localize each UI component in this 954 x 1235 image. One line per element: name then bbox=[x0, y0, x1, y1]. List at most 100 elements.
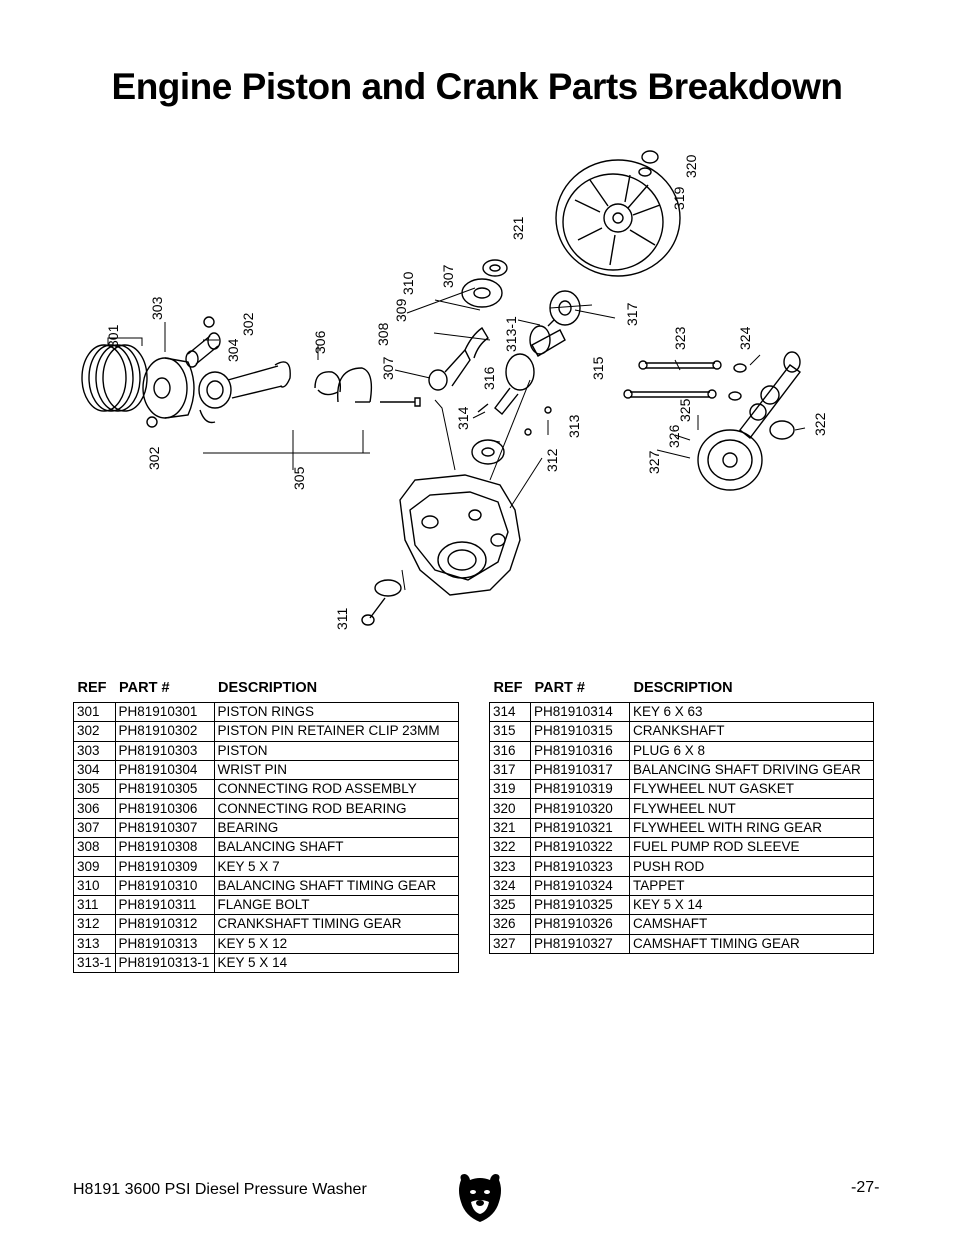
col-header-ref: REF bbox=[77, 680, 107, 696]
page-number: -27- bbox=[851, 1179, 880, 1196]
balancing-shaft-illustration bbox=[428, 326, 489, 391]
callout-308: 308 bbox=[375, 322, 391, 346]
cell-ref: 309 bbox=[73, 856, 116, 877]
cell-desc: BEARING bbox=[213, 817, 459, 839]
callout-314: 314 bbox=[455, 406, 471, 430]
cell-desc: FUEL PUMP ROD SLEEVE bbox=[629, 837, 874, 858]
cell-ref: 326 bbox=[489, 914, 531, 935]
cell-ref: 320 bbox=[489, 798, 531, 819]
cell-part: PH81910317 bbox=[530, 759, 630, 781]
cell-ref: 310 bbox=[73, 875, 116, 896]
cell-part: PH81910316 bbox=[530, 740, 630, 761]
crankcase-illustration bbox=[399, 474, 521, 596]
footer-model-text: H8191 3600 PSI Diesel Pressure Washer bbox=[73, 1181, 367, 1198]
cell-desc: FLYWHEEL WITH RING GEAR bbox=[629, 817, 874, 839]
callout-325: 325 bbox=[677, 398, 693, 422]
cell-ref: 301 bbox=[73, 701, 116, 723]
cell-part: PH81910306 bbox=[114, 798, 215, 819]
cell-desc: CONNECTING ROD ASSEMBLY bbox=[213, 779, 459, 800]
cell-part: PH81910314 bbox=[530, 701, 630, 723]
cell-ref: 304 bbox=[73, 759, 116, 781]
piston-illustration bbox=[142, 357, 195, 419]
cell-ref: 313-1 bbox=[73, 952, 116, 974]
cell-ref: 323 bbox=[489, 856, 531, 877]
exploded-parts-diagram: 301 303 302 304 302 306 305 308 307 309 … bbox=[81, 150, 828, 630]
cell-ref: 306 bbox=[73, 798, 116, 819]
cell-desc: CRANKSHAFT TIMING GEAR bbox=[213, 914, 459, 935]
cell-ref: 316 bbox=[489, 740, 531, 761]
cell-part: PH81910307 bbox=[114, 817, 215, 839]
connecting-rod-illustration bbox=[198, 361, 291, 424]
cell-desc: KEY 5 X 14 bbox=[213, 952, 459, 974]
flange-bolt-illustration bbox=[361, 579, 402, 626]
cell-part: PH81910303 bbox=[114, 740, 215, 761]
cell-desc: KEY 5 X 12 bbox=[213, 933, 459, 954]
cell-part: PH81910315 bbox=[530, 721, 630, 742]
callout-313: 313 bbox=[566, 414, 582, 438]
cell-part: PH81910313-1 bbox=[114, 952, 215, 974]
cell-ref: 324 bbox=[489, 875, 531, 896]
callout-306: 306 bbox=[312, 330, 328, 354]
cell-ref: 315 bbox=[489, 721, 531, 742]
cell-part: PH81910312 bbox=[114, 914, 215, 935]
pump-rod-sleeve-illustration bbox=[769, 420, 795, 440]
crankshaft-illustration bbox=[494, 325, 566, 416]
cell-desc: BALANCING SHAFT bbox=[213, 837, 459, 858]
cell-ref: 325 bbox=[489, 894, 531, 916]
crank-timing-gear-illustration bbox=[471, 439, 505, 465]
cell-part: PH81910320 bbox=[530, 798, 630, 819]
cell-part: PH81910309 bbox=[114, 856, 215, 877]
callout-311: 311 bbox=[334, 607, 350, 630]
flywheel-illustration bbox=[555, 159, 681, 277]
callout-319: 319 bbox=[671, 186, 687, 210]
cell-ref: 312 bbox=[73, 914, 116, 935]
cell-desc: PISTON PIN RETAINER CLIP 23MM bbox=[213, 721, 459, 742]
cell-ref: 322 bbox=[489, 837, 531, 858]
cell-ref: 303 bbox=[73, 740, 116, 761]
cell-desc: BALANCING SHAFT DRIVING GEAR bbox=[629, 759, 874, 781]
cam-timing-gear-illustration bbox=[697, 429, 763, 491]
cell-desc: PLUG 6 X 8 bbox=[629, 740, 874, 761]
cell-desc: CAMSHAFT bbox=[629, 914, 874, 935]
callout-317: 317 bbox=[624, 302, 640, 326]
callout-305: 305 bbox=[291, 466, 307, 490]
cell-part: PH81910322 bbox=[530, 837, 630, 858]
cell-desc: KEY 5 X 7 bbox=[213, 856, 459, 877]
cell-desc: KEY 6 X 63 bbox=[629, 701, 874, 723]
col-header-description: DESCRIPTION bbox=[633, 680, 733, 696]
col-header-description: DESCRIPTION bbox=[218, 680, 318, 696]
callout-307-upper: 307 bbox=[440, 264, 456, 288]
cell-ref: 313 bbox=[73, 933, 116, 954]
callout-313-1: 313-1 bbox=[503, 316, 519, 352]
key-illustration bbox=[477, 319, 555, 413]
cell-desc: PUSH ROD bbox=[629, 856, 874, 877]
cell-desc: FLANGE BOLT bbox=[213, 894, 459, 916]
cell-desc: FLYWHEEL NUT bbox=[629, 798, 874, 819]
cell-desc: TAPPET bbox=[629, 875, 874, 896]
callout-302-top: 302 bbox=[240, 312, 256, 336]
cell-desc: CAMSHAFT TIMING GEAR bbox=[629, 933, 874, 954]
cell-part: PH81910304 bbox=[114, 759, 215, 781]
cell-part: PH81910305 bbox=[114, 779, 215, 800]
callout-315: 315 bbox=[590, 356, 606, 380]
rod-bolt-illustration bbox=[380, 397, 421, 407]
cell-part: PH81910311 bbox=[114, 894, 215, 916]
cell-part: PH81910325 bbox=[530, 894, 630, 916]
callout-327: 327 bbox=[646, 450, 662, 474]
